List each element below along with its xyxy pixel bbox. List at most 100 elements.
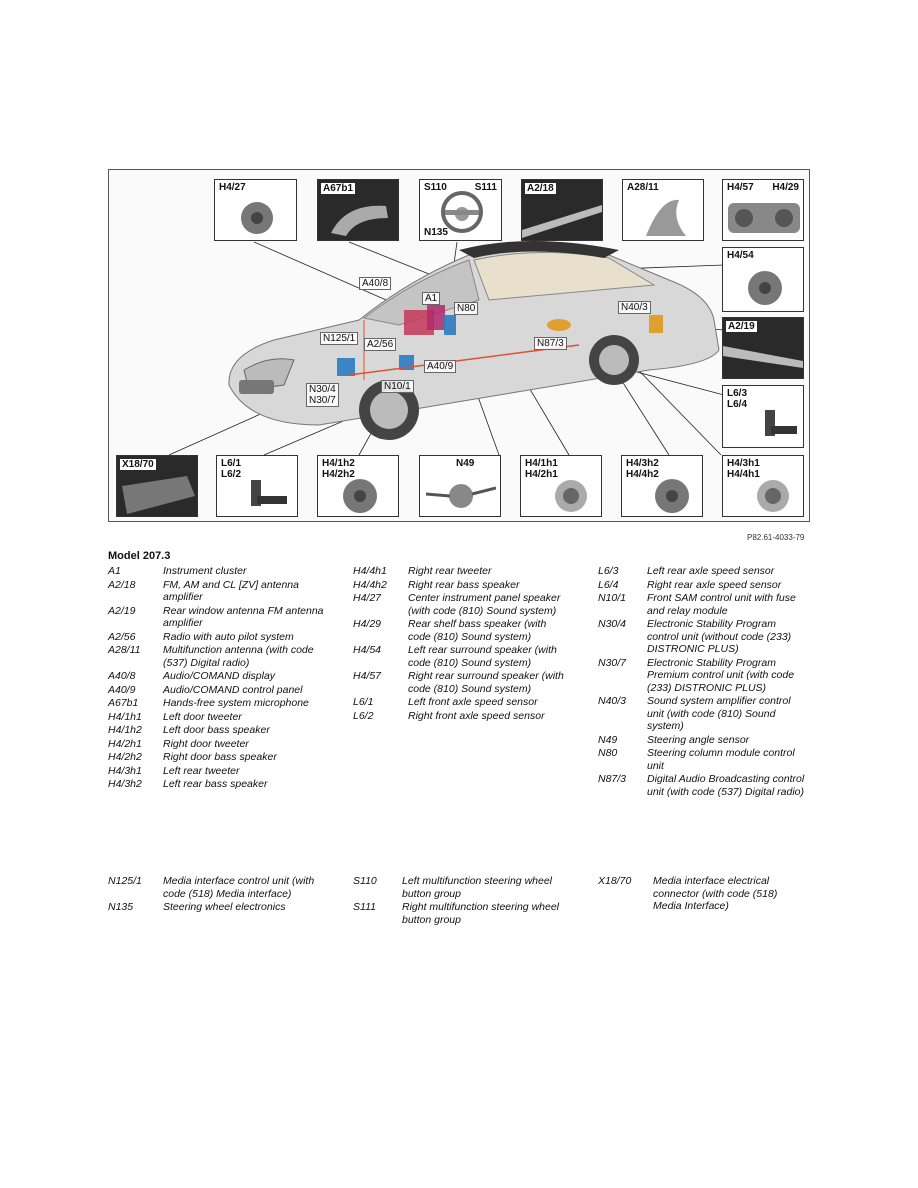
legend-code: L6/3 xyxy=(598,565,619,577)
legend-code: N10/1 xyxy=(598,592,627,604)
legend-description: Right rear surround speaker (with code (… xyxy=(408,670,564,695)
legend-code: N87/3 xyxy=(598,773,627,785)
legend-item: H4/1h2 Left door bass speaker xyxy=(108,724,338,737)
legend-code: H4/1h2 xyxy=(108,724,142,736)
media-connector-icon xyxy=(122,476,195,514)
box-h4-57-h4-29: H4/57 H4/29 xyxy=(722,179,804,241)
legend-code: L6/1 xyxy=(353,696,374,708)
callout-n30: N30/4 N30/7 xyxy=(306,383,339,407)
box-h4-54: H4/54 xyxy=(722,247,804,312)
legend-item: H4/54 Left rear surround speaker (with co… xyxy=(353,644,568,669)
legend-description: Rear shelf bass speaker (with code (810)… xyxy=(408,618,547,643)
legend-code: N49 xyxy=(598,733,618,746)
legend-code: A28/11 xyxy=(108,644,141,656)
microphone-icon xyxy=(331,205,388,236)
legend-item: L6/1 Left front axle speed sensor xyxy=(353,696,568,709)
legend-code: H4/3h2 xyxy=(108,778,142,790)
legend-code: A1 xyxy=(108,565,121,577)
callout-a40-8: A40/8 xyxy=(359,277,392,290)
legend-description: Sound system amplifier control unit (wit… xyxy=(647,695,791,732)
legend-description: Electronic Stability Program control uni… xyxy=(647,618,792,655)
box-h4-27: H4/27 xyxy=(214,179,297,241)
legend-description: FM, AM and CL [ZV] antenna amplifier xyxy=(163,578,299,604)
legend-description: Right rear tweeter xyxy=(408,565,492,577)
legend-item: N30/7 Electronic Stability Program Premiu… xyxy=(598,657,810,695)
legend-item: H4/29 Rear shelf bass speaker (with code … xyxy=(353,618,568,643)
legend-description: Left rear surround speaker (with code (8… xyxy=(408,644,557,669)
legend-code: H4/27 xyxy=(353,592,382,604)
box-h4-3h2-h4-4h2: H4/3h2 H4/4h2 xyxy=(621,455,703,517)
legend-description: Audio/COMAND display xyxy=(163,670,276,682)
callout-n40-3: N40/3 xyxy=(618,301,651,314)
speaker-icon xyxy=(748,271,782,305)
legend-code: N30/4 xyxy=(598,618,627,630)
legend-code: N80 xyxy=(598,747,618,759)
callout-n125-1: N125/1 xyxy=(320,332,359,345)
legend-code: N30/7 xyxy=(598,656,627,669)
legend-description: Left rear tweeter xyxy=(163,764,240,777)
legend-code: N40/3 xyxy=(598,695,627,707)
callout-n87-3: N87/3 xyxy=(534,337,567,350)
legend-code: H4/57 xyxy=(353,670,382,682)
tweeter-icon xyxy=(555,480,587,512)
legend-item: N135 Steering wheel electronics xyxy=(108,901,338,914)
legend-description: Front SAM control unit with fuse and rel… xyxy=(647,592,796,617)
speed-sensor-icon xyxy=(251,480,287,506)
speaker-icon xyxy=(655,479,689,513)
speaker-icon xyxy=(343,479,377,513)
box-n49: N49 xyxy=(419,455,501,517)
legend-item: N40/3 Sound system amplifier control unit… xyxy=(598,695,810,733)
box-l6-3-l6-4: L6/3 L6/4 xyxy=(722,385,804,448)
tweeter-icon xyxy=(757,480,789,512)
legend-description: Electronic Stability Program Premium con… xyxy=(647,656,795,694)
legend-code: H4/3h1 xyxy=(108,764,142,777)
legend-code: H4/54 xyxy=(353,644,382,656)
legend-description: Left door tweeter xyxy=(163,710,242,723)
legend-item: H4/3h1 Left rear tweeter xyxy=(108,765,338,778)
legend-description: Digital Audio Broadcasting control unit … xyxy=(647,773,805,798)
model-heading: Model 207.3 xyxy=(108,550,171,562)
car-illustration xyxy=(168,241,725,456)
legend-code: L6/4 xyxy=(598,578,619,591)
callout-a40-9: A40/9 xyxy=(424,360,457,373)
legend-code: A40/9 xyxy=(108,683,136,696)
legend-description: Center instrument panel speaker (with co… xyxy=(408,592,561,617)
legend-description: Left door bass speaker xyxy=(163,724,270,736)
legend-description: Radio with auto pilot system xyxy=(163,630,294,643)
legend-description: Steering wheel electronics xyxy=(163,901,286,913)
legend-item: H4/57 Right rear surround speaker (with c… xyxy=(353,670,568,695)
legend-code: H4/2h2 xyxy=(108,751,142,763)
legend-description: Left front axle speed sensor xyxy=(408,696,538,708)
steering-wheel-icon xyxy=(441,191,483,233)
steering-angle-sensor-icon xyxy=(426,484,496,508)
legend-item: N87/3 Digital Audio Broadcasting control … xyxy=(598,773,810,798)
callout-n80: N80 xyxy=(454,302,479,315)
shark-fin-antenna-icon xyxy=(646,199,686,236)
box-a67b1: A67b1 xyxy=(317,179,399,241)
speed-sensor-icon xyxy=(765,410,797,436)
legend-code: N135 xyxy=(108,901,134,913)
legend-code: H4/29 xyxy=(353,618,382,630)
legend-item: A1 Instrument cluster xyxy=(108,565,338,578)
legend-description: Instrument cluster xyxy=(163,565,247,577)
legend-code: H4/4h1 xyxy=(353,565,387,577)
legend-code: A2/18 xyxy=(108,578,136,591)
legend-description: Multifunction antenna (with code (537) D… xyxy=(163,644,314,669)
legend-code: L6/2 xyxy=(353,709,374,722)
figure-reference: P82.61-4033-79 xyxy=(747,533,805,542)
